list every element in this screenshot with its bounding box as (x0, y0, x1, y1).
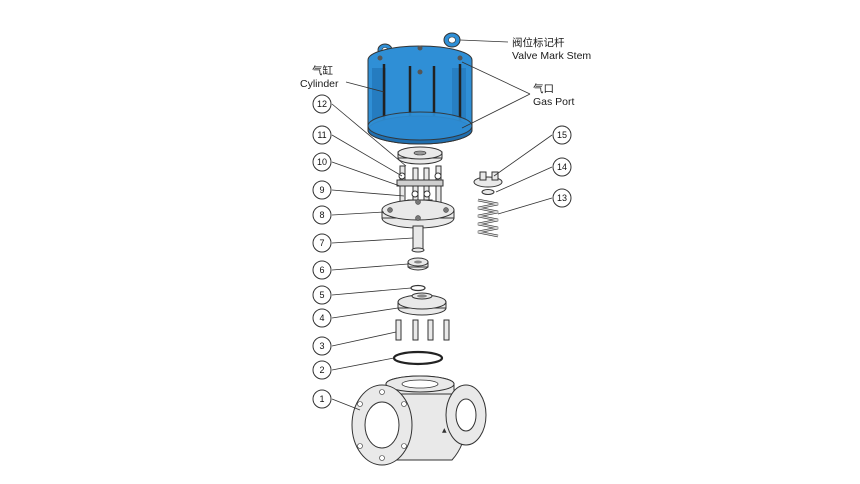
cylinder (367, 32, 473, 145)
valve-mark-stem-cn: 阀位标记杆 (512, 36, 565, 49)
svg-text:8: 8 (319, 210, 324, 220)
svg-text:6: 6 (319, 265, 324, 275)
cylinder-cn: 气缸 (312, 64, 333, 77)
part-4-bonnet (397, 292, 447, 316)
callout-1: 1 (312, 389, 332, 409)
svg-text:14: 14 (557, 162, 567, 172)
svg-text:▲: ▲ (442, 427, 447, 434)
callout-7: 7 (312, 233, 332, 253)
leader-lines (331, 39, 553, 411)
part-7-stem (411, 225, 425, 253)
callout-13: 13 (552, 188, 572, 208)
svg-text:3: 3 (319, 341, 324, 351)
part-6-bushing (407, 257, 429, 271)
part-3-studs (395, 319, 450, 341)
callout-15: 15 (552, 125, 572, 145)
callout-11: 11 (312, 125, 332, 145)
part-8-bonnet-plate (381, 199, 455, 229)
part-5-retaining-ring (410, 284, 426, 292)
svg-text:4: 4 (319, 313, 324, 323)
svg-text:15: 15 (557, 130, 567, 140)
callout-14: 14 (552, 157, 572, 177)
svg-text:12: 12 (317, 99, 327, 109)
callout-9: 9 (312, 180, 332, 200)
callout-12: 12 (312, 94, 332, 114)
part-13-15-spring-assembly (473, 171, 503, 238)
svg-text:7: 7 (319, 238, 324, 248)
callout-8: 8 (312, 205, 332, 225)
callout-5: 5 (312, 285, 332, 305)
valve-mark-stem-en: Valve Mark Stem (512, 50, 591, 62)
svg-text:13: 13 (557, 193, 567, 203)
gas-port-en: Gas Port (533, 96, 575, 108)
callout-6: 6 (312, 260, 332, 280)
svg-text:9: 9 (319, 185, 324, 195)
cylinder-en: Cylinder (300, 78, 339, 90)
part-1-valve-body: ▲ (351, 375, 487, 466)
gas-port-cn: 气口 (533, 82, 554, 95)
svg-text:5: 5 (319, 290, 324, 300)
svg-text:1: 1 (319, 394, 324, 404)
callout-3: 3 (312, 336, 332, 356)
svg-text:10: 10 (317, 157, 327, 167)
part-12-flange (397, 146, 443, 165)
callout-4: 4 (312, 308, 332, 328)
part-2-gasket (392, 350, 444, 366)
callout-2: 2 (312, 360, 332, 380)
callout-10: 10 (312, 152, 332, 172)
svg-text:11: 11 (317, 130, 326, 140)
svg-text:2: 2 (319, 365, 324, 375)
